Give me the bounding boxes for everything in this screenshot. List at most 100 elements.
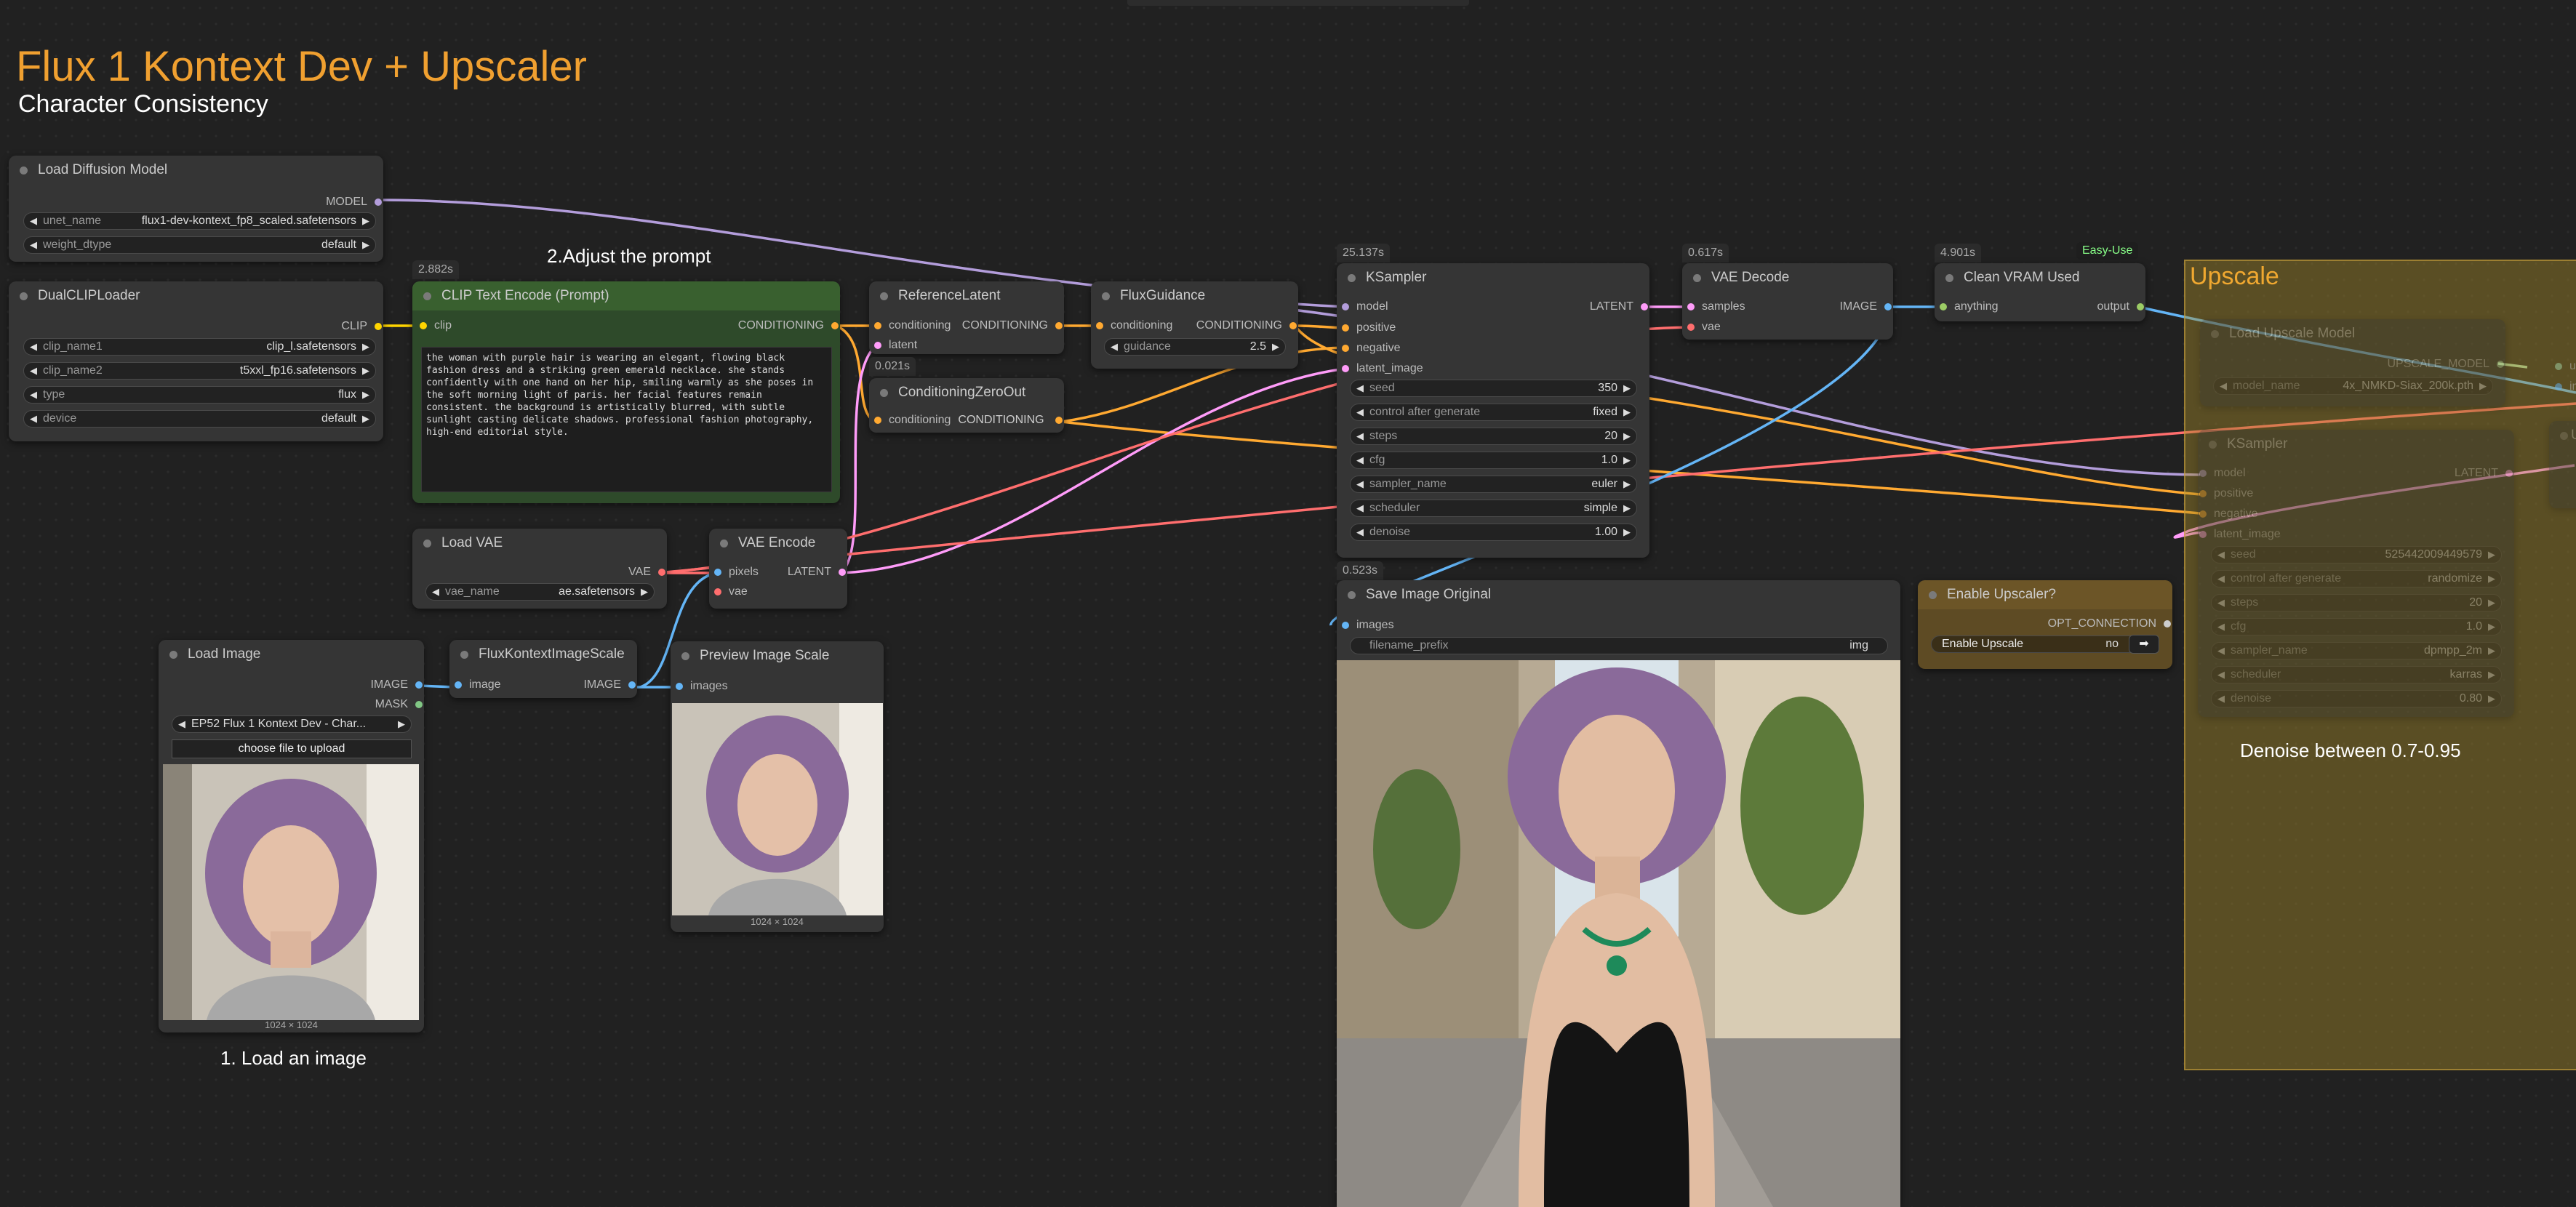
flux-guidance-node[interactable]: FluxGuidance conditioning CONDITIONING ◀… [1091,281,1298,369]
node-title: VAE Decode [1682,263,1893,292]
preview-image [672,703,883,915]
output-clip[interactable]: CLIP [341,319,383,334]
output-latent[interactable]: LATENT [2455,466,2514,481]
enable-upscaler-node[interactable]: Enable Upscaler? OPT_CONNECTION Enable U… [1918,580,2172,669]
output-output[interactable]: output [2097,300,2145,314]
input-latent-image[interactable]: latent_image [1340,361,1423,376]
input-conditioning[interactable]: conditioning [1095,318,1172,333]
clip-text-encode-node[interactable]: CLIP Text Encode (Prompt) clip CONDITION… [412,281,840,503]
flux-kontext-image-scale-node[interactable]: FluxKontextImageScale image IMAGE [449,640,637,698]
input-latent-image[interactable]: latent_image [2198,527,2281,542]
input-model[interactable]: model [1340,300,1388,314]
top-toolbar[interactable] [1127,0,1469,6]
timing-save: 0.523s [1337,561,1384,580]
output-mask[interactable]: MASK [375,697,424,712]
input-vae[interactable]: vae [713,585,748,599]
output-image[interactable]: IMAGE [370,678,424,692]
timing-vae-decode: 0.617s [1682,244,1729,262]
load-image-node[interactable]: Load Image IMAGE MASK ◀EP52 Flux 1 Konte… [159,640,424,1032]
output-latent[interactable]: LATENT [788,565,847,580]
reference-latent-node[interactable]: ReferenceLatent conditioning CONDITIONIN… [869,281,1064,354]
node-title: KSampler [1337,263,1649,292]
input-vae[interactable]: vae [1686,320,1721,334]
input-positive[interactable]: positive [2198,486,2253,501]
input-model[interactable]: model [2198,466,2246,481]
image-select-widget[interactable]: ◀EP52 Flux 1 Kontext Dev - Char...▶ [172,715,412,733]
prompt-textarea[interactable]: the woman with purple hair is wearing an… [421,347,832,492]
input-image[interactable]: image [453,678,501,692]
output-image[interactable]: IMAGE [1839,300,1893,314]
input-samples[interactable]: samples [1686,300,1745,314]
upscale-group[interactable]: Upscale Load Upscale Model UPSCALE_MODEL… [2184,260,2576,1070]
output-conditioning[interactable]: CONDITIONING [962,318,1064,333]
input-anything[interactable]: anything [1938,300,1999,314]
output-upscale-model[interactable]: UPSCALE_MODEL [2388,357,2506,372]
node-title: Enable Upscaler? [1918,580,2172,609]
output-vae[interactable]: VAE [628,565,667,580]
load-upscale-model-node[interactable]: Load Upscale Model UPSCALE_MODEL ◀model_… [2200,319,2505,406]
preview-image-scale-node[interactable]: Preview Image Scale images 1024 × 1024 [671,641,884,932]
output-image [1337,660,1900,1207]
input-pixels[interactable]: pixels [713,565,759,580]
input-negative[interactable]: negative [2198,507,2258,521]
output-opt-connection[interactable]: OPT_CONNECTION [2048,617,2172,631]
node-title: Ups [2549,421,2576,450]
input-upscale-model[interactable]: upsca [2553,359,2576,374]
clean-vram-node[interactable]: Clean VRAM Used anything output [1935,263,2145,321]
output-conditioning[interactable]: CONDITIONING [1196,318,1298,333]
upscale-partial-node[interactable]: Ups [2549,421,2576,508]
output-dot[interactable] [1055,417,1063,424]
queue-arrow-button[interactable]: ➡ [2129,635,2159,654]
input-clip[interactable]: clip [418,318,452,333]
input-images[interactable]: images [674,679,728,694]
input-image[interactable]: image [2553,380,2576,394]
input-conditioning[interactable]: conditioning [873,318,951,333]
output-image[interactable]: IMAGE [583,678,637,692]
node-title: DualCLIPLoader [9,281,383,310]
ksampler-upscale-node[interactable]: KSampler model LATENT positive negative … [2198,430,2514,717]
vae-encode-node[interactable]: VAE Encode pixels LATENT vae [709,529,847,609]
ksampler-node[interactable]: KSampler model LATENT positive negative … [1337,263,1649,558]
output-conditioning[interactable]: CONDITIONING [738,318,840,333]
output-model[interactable]: MODEL [326,195,383,209]
input-images[interactable]: images [1340,618,1394,633]
upload-button[interactable]: choose file to upload [172,739,412,758]
input-latent[interactable]: latent [873,338,917,353]
vae-decode-node[interactable]: VAE Decode samples IMAGE vae [1682,263,1893,340]
output-latent[interactable]: LATENT [1590,300,1649,314]
input-negative[interactable]: negative [1340,341,1401,356]
input-positive[interactable]: positive [1340,321,1396,335]
save-image-node[interactable]: Save Image Original images filename_pref… [1337,580,1900,1207]
node-title: Load VAE [412,529,667,558]
